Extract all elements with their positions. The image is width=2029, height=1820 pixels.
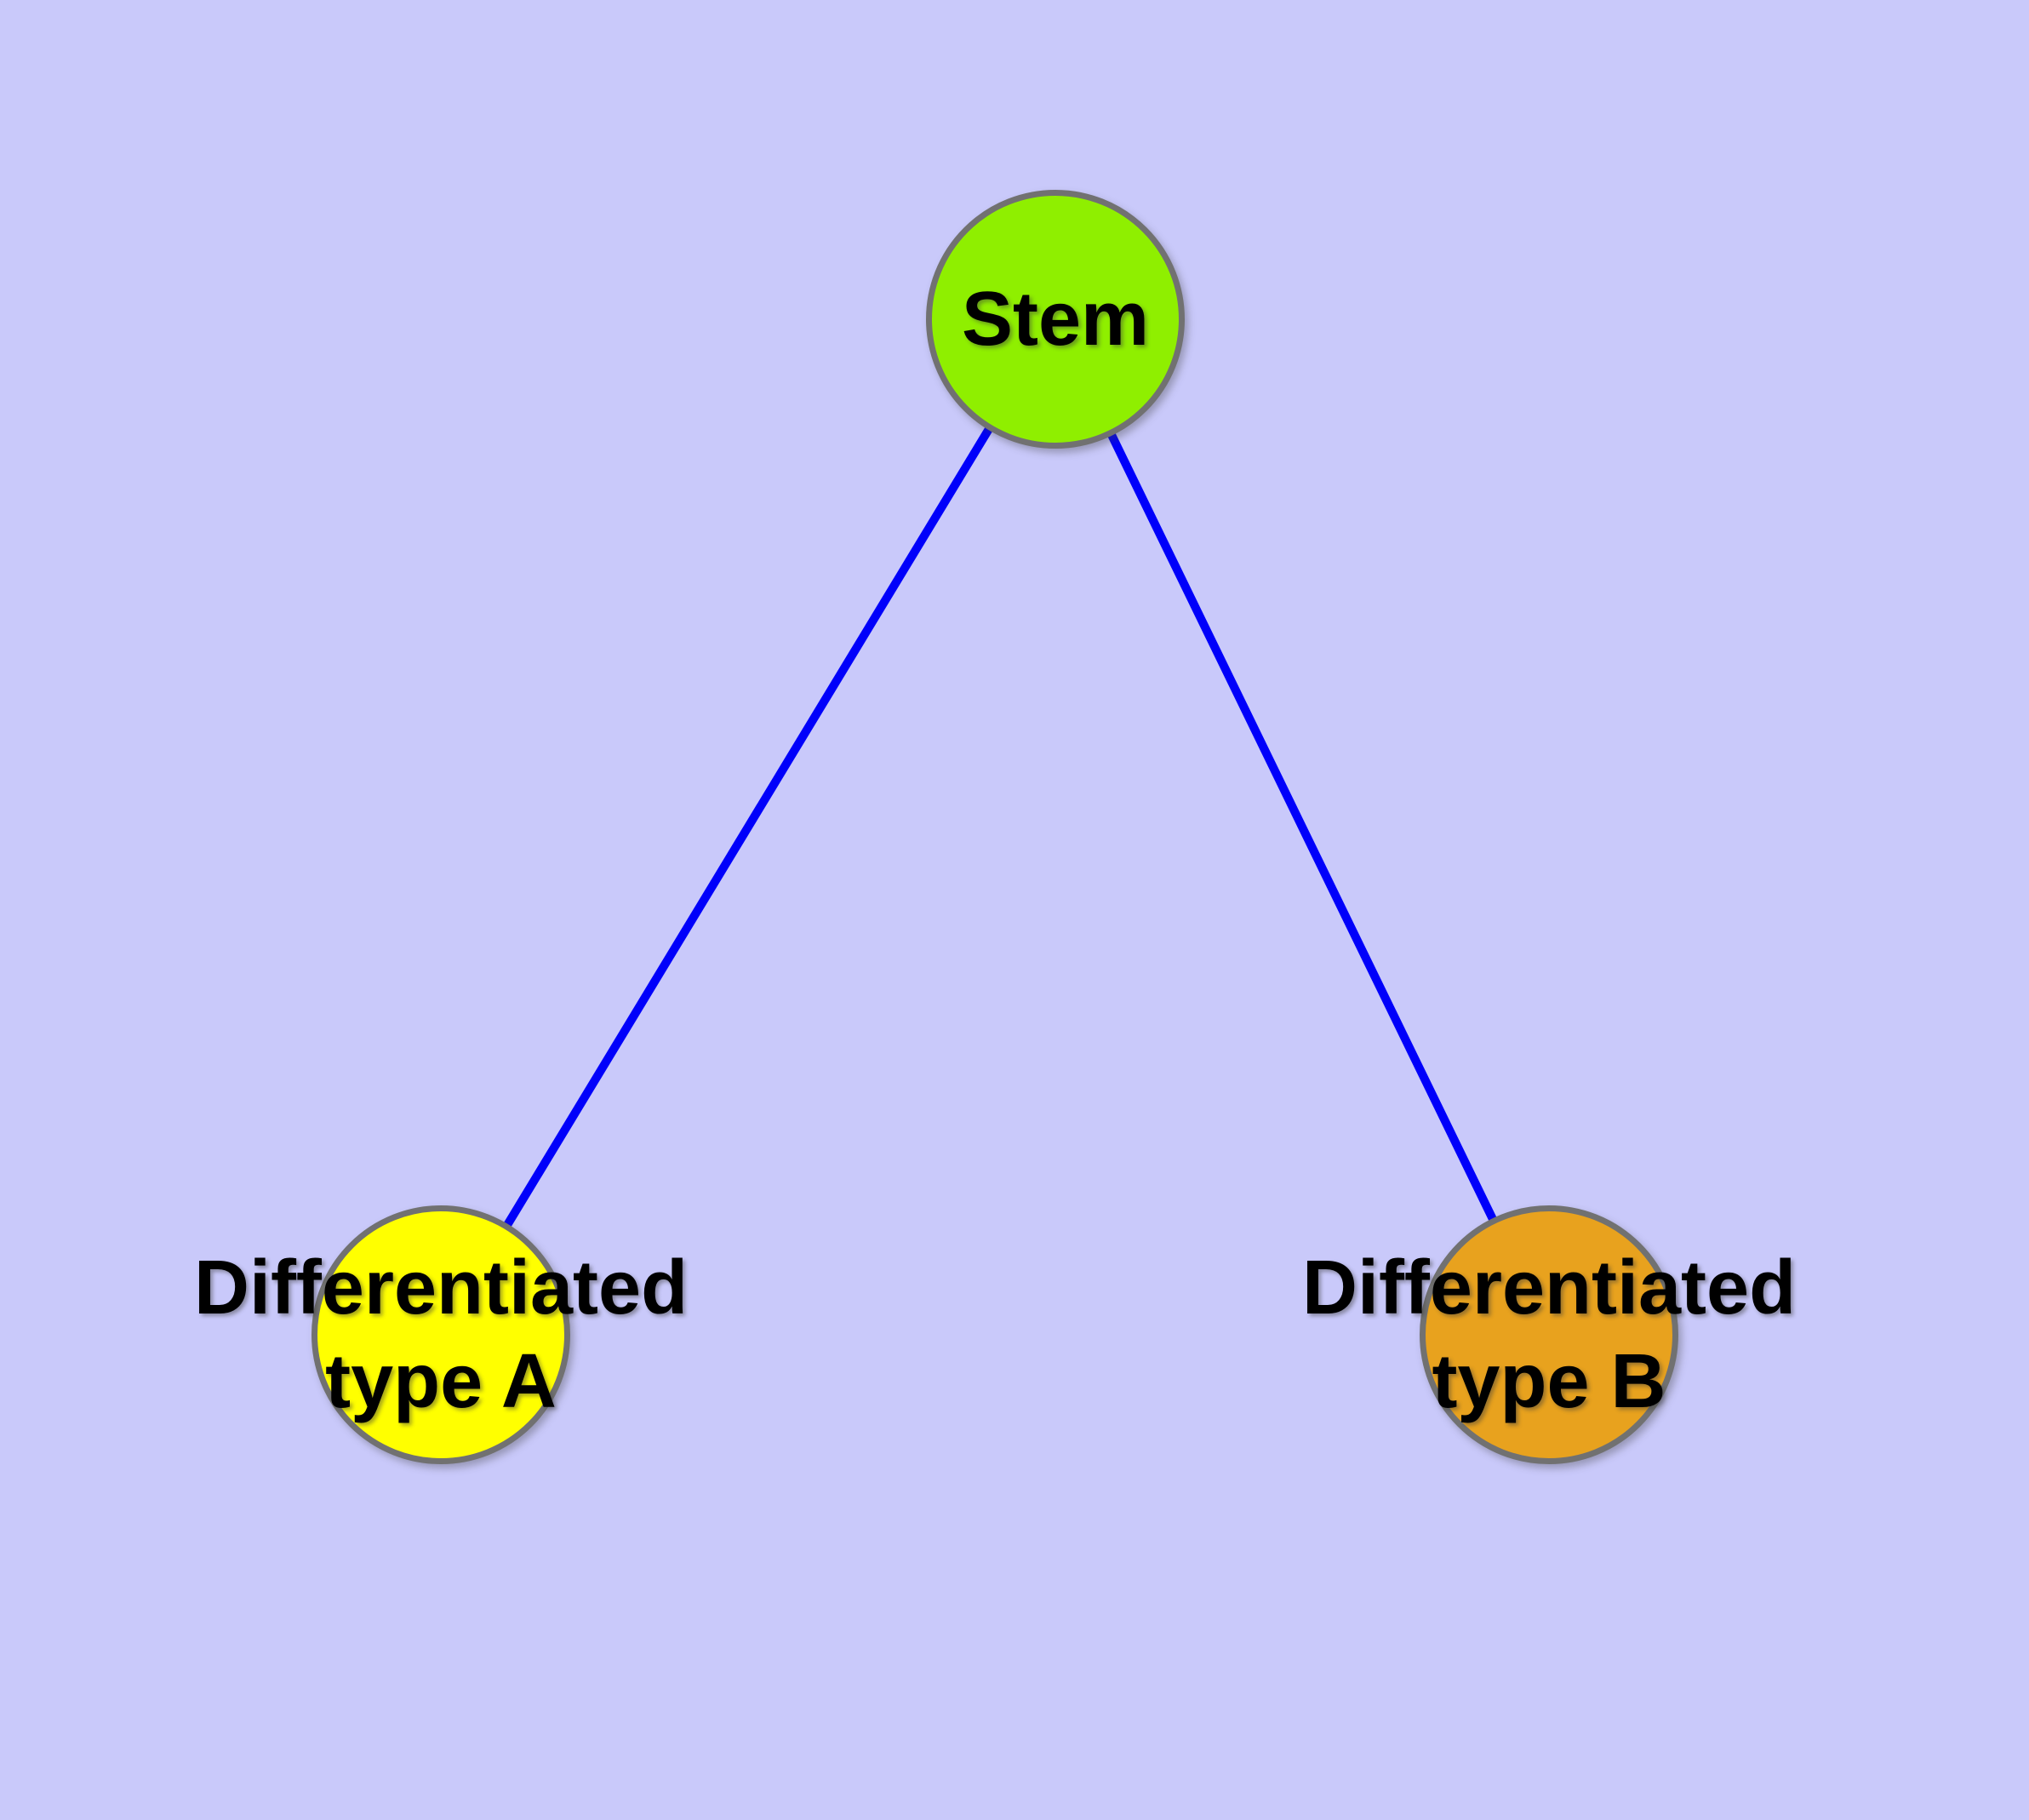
node-label-line: type A	[325, 1339, 557, 1424]
node-diff-b-circle	[1420, 1205, 1678, 1464]
node-stem-circle	[926, 190, 1185, 449]
node-label-line: Differentiated	[193, 1245, 689, 1331]
edge-stem-to-diff-a	[437, 317, 1060, 1337]
node-label-line: type B	[1432, 1339, 1666, 1424]
node-stem-label: Stem	[962, 272, 1149, 366]
edge-stem-to-diff-b	[1051, 317, 1553, 1337]
node-label-line: Stem	[961, 277, 1150, 362]
node-label-line: Differentiated	[1301, 1245, 1797, 1331]
node-diff-a-circle	[311, 1205, 570, 1464]
